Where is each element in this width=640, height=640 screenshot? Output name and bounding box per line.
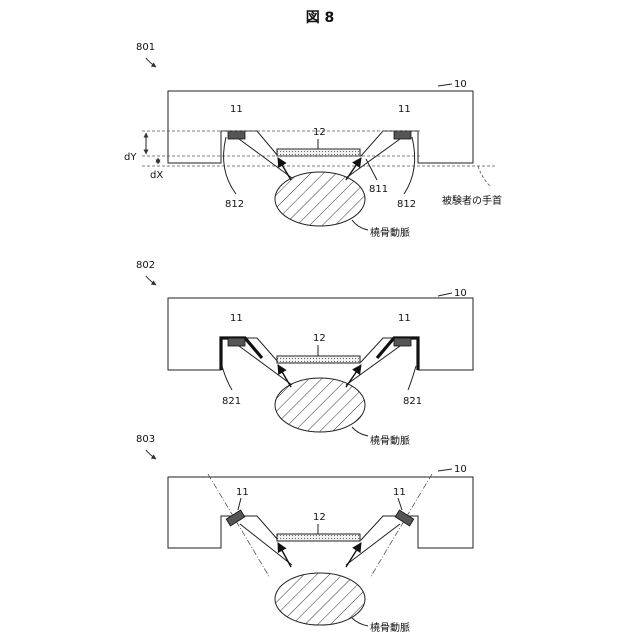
panel-803-ref-arrow-icon [146,450,156,459]
panel-802-sensor-right-label: 11 [398,313,411,324]
panel-801-body-leader [438,84,452,86]
panel-801-board [277,149,360,156]
panel-802-artery [275,378,365,432]
panel-802-body-leader [438,293,452,296]
panel-802-board-label: 12 [313,333,326,344]
panel-801-recess-left-leader [224,137,236,194]
panel-802-artery-leader [352,427,368,436]
panel-801-recess-right-leader [404,137,415,194]
panel-802-sensor-left [228,338,245,346]
panel-802-shield-right-label: 821 [403,396,422,407]
panel-803-artery [275,573,365,625]
panel-801-recess-left-label: 812 [225,199,244,210]
panel-802-artery-label: 橈骨動脈 [370,434,410,447]
panel-801-sensor-left-label: 11 [230,104,243,115]
panel-803-sensor-right-label: 11 [393,487,406,498]
panel-802-sensor-left-label: 11 [230,313,243,324]
panel-801-artery-label: 橈骨動脈 [370,226,410,239]
panel-802-shield-right-leader [408,366,416,390]
panel-801-body-label: 10 [454,79,467,90]
panel-801-recess-right-label: 812 [397,199,416,210]
panel-803-body-leader [438,469,452,471]
panel-803-ref-label: 803 [136,434,155,445]
panel-801-bottom-face-leader [366,159,377,180]
panel-801-bottom-face-label: 811 [369,184,388,195]
panel-802-body-label: 10 [454,288,467,299]
panel-801-ref-label: 801 [136,42,155,53]
panel-803-artery-leader [352,618,368,626]
panel-803-board [277,534,360,541]
panel-803-body-label: 10 [454,464,467,475]
figure-title: 図 8 [306,10,335,26]
panel-801-artery-leader [352,220,368,230]
panel-803: 803 10 11 11 12 橈骨動脈 [136,434,473,634]
panel-801-board-label: 12 [313,127,326,138]
panel-802-shield-left-label: 821 [222,396,241,407]
panel-802: 802 10 11 11 12 橈骨動脈 821 821 [136,260,473,447]
panel-803-board-label: 12 [313,512,326,523]
panel-802-shield-left-leader [222,366,232,390]
panel-803-artery-label: 橈骨動脈 [370,621,410,634]
panel-802-ref-label: 802 [136,260,155,271]
panel-801-sensor-right [394,131,411,139]
panel-802-board [277,356,360,363]
panel-801-artery [275,172,365,226]
panel-802-sensor-right [394,338,411,346]
panel-802-ref-arrow-icon [146,276,156,285]
panel-801-wrist-label: 被験者の手首 [442,194,502,207]
panel-801-dim-x-label: dX [150,170,163,181]
panel-801-wrist-curve [478,166,490,186]
panel-801-sensor-right-label: 11 [398,104,411,115]
panel-803-sensor-left-label: 11 [236,487,249,498]
panel-801-ref-arrow-icon [146,58,156,67]
panel-801-dim-y-label: dY [124,152,137,163]
panel-801-sensor-left [228,131,245,139]
panel-801: 801 10 11 11 12 dY dX 橈骨動脈 812 812 [124,42,502,239]
